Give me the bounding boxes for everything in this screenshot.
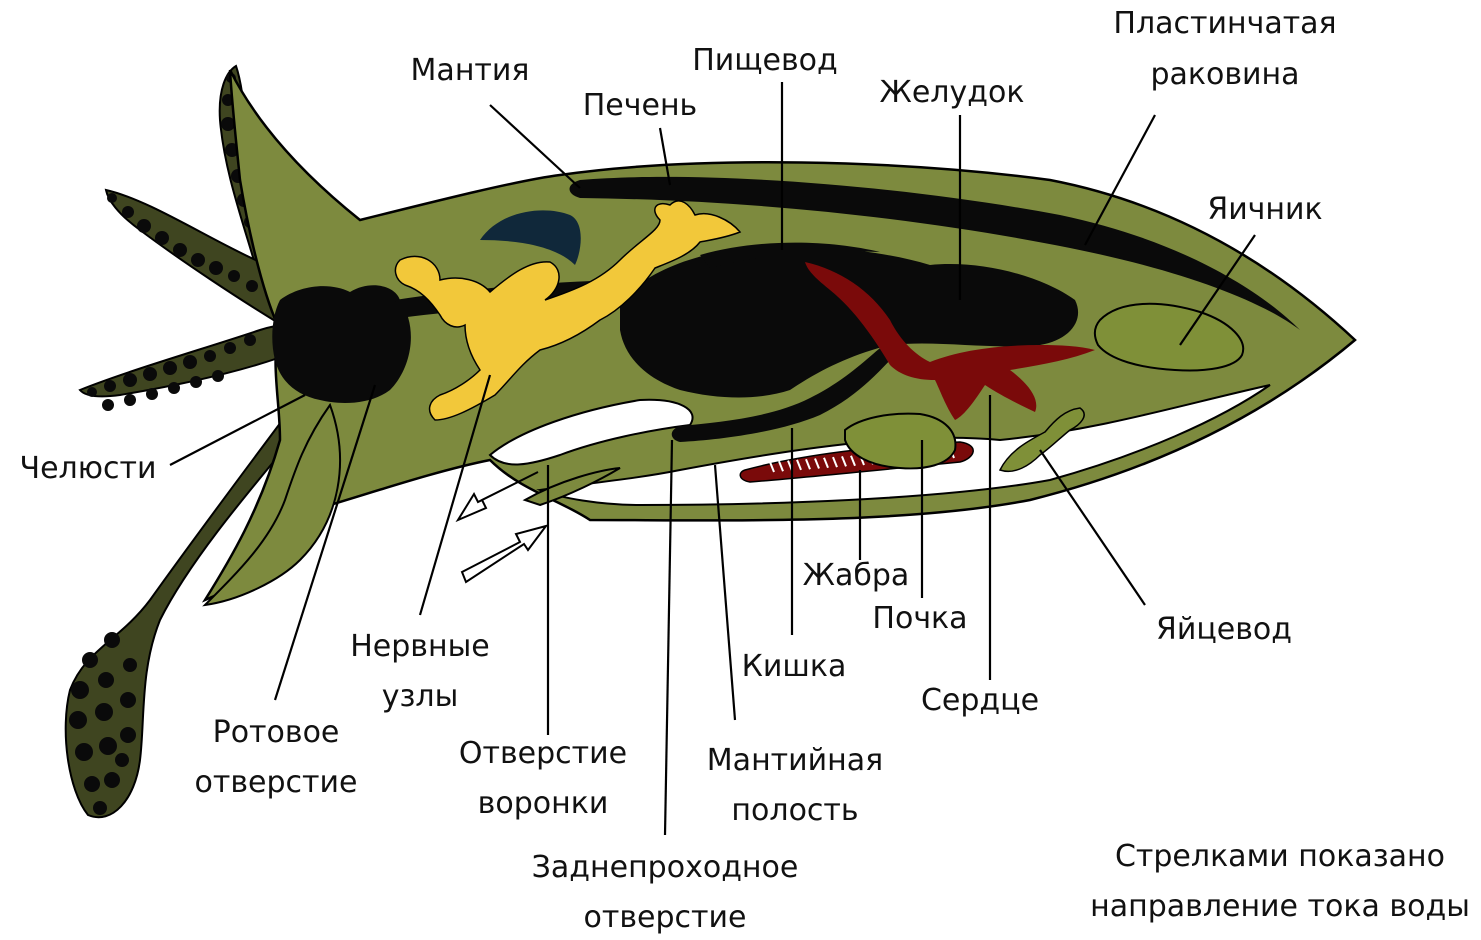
sucker [168, 382, 180, 394]
sucker [146, 388, 158, 400]
sucker [120, 692, 136, 708]
sucker [69, 711, 87, 729]
sucker [104, 632, 120, 648]
label-nerve-2: узлы [382, 679, 459, 714]
sucker [107, 193, 117, 203]
label-jaws: Челюсти [20, 451, 157, 486]
label-heart: Сердце [921, 683, 1039, 718]
sucker [82, 652, 98, 668]
note-line-1: Стрелками показано [1115, 839, 1445, 874]
label-esophagus: Пищевод [692, 43, 838, 78]
sucker [212, 370, 224, 382]
sucker [75, 743, 93, 761]
sucker [190, 376, 202, 388]
sucker [163, 361, 177, 375]
sucker [173, 243, 187, 257]
label-funnel-1: Отверстие [459, 736, 627, 771]
note-line-2: направление тока воды [1090, 889, 1470, 924]
sucker [102, 399, 114, 411]
label-anus-1: Заднепроходное [532, 850, 799, 885]
sucker [209, 261, 223, 275]
sucker [224, 342, 236, 354]
sucker [87, 387, 97, 397]
label-oviduct: Яйцевод [1156, 612, 1292, 647]
sucker [120, 727, 136, 743]
sucker [204, 350, 216, 362]
sucker [99, 737, 117, 755]
sucker [123, 658, 137, 672]
sucker [84, 776, 100, 792]
inflow-arrow [462, 526, 546, 582]
sucker [123, 373, 137, 387]
sucker [191, 253, 205, 267]
sucker [95, 703, 113, 721]
label-mouth-1: Ротовое [213, 715, 340, 750]
sucker [143, 367, 157, 381]
sucker [228, 270, 240, 282]
sucker [93, 801, 107, 815]
label-mantle: Мантия [411, 53, 530, 88]
label-funnel-2: воронки [478, 786, 609, 821]
sucker [244, 334, 256, 346]
label-kidney: Почка [872, 601, 967, 636]
label-shell-2: раковина [1150, 57, 1299, 92]
sucker [246, 280, 258, 292]
label-nerve-1: Нервные [350, 629, 490, 664]
sucker [71, 681, 89, 699]
label-stomach: Желудок [880, 75, 1025, 110]
label-cavity-2: полость [731, 793, 858, 828]
label-cavity-1: Мантийная [707, 743, 883, 778]
sucker [183, 355, 197, 369]
sucker [104, 772, 120, 788]
label-mouth-2: отверстие [195, 765, 358, 800]
leader-mantle [490, 105, 580, 188]
sucker [115, 753, 129, 767]
label-intestine: Кишка [742, 649, 847, 684]
sucker [98, 672, 114, 688]
label-shell-1: Пластинчатая [1113, 6, 1336, 41]
label-anus-2: отверстие [584, 900, 747, 935]
sucker [137, 219, 151, 233]
label-ovary: Яичник [1207, 192, 1322, 227]
label-liver: Печень [583, 88, 698, 123]
buccal-mass [272, 285, 411, 403]
sucker [124, 394, 136, 406]
sucker [155, 231, 169, 245]
sucker [122, 206, 134, 218]
label-gill: Жабра [803, 558, 910, 593]
sucker [104, 380, 116, 392]
